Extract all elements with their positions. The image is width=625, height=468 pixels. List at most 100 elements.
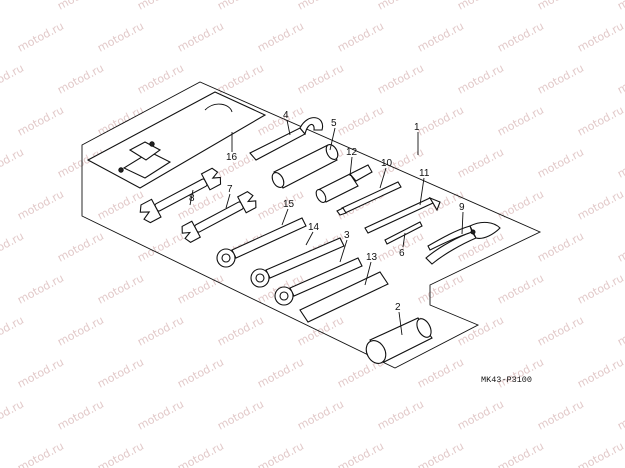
box-wrench-tube-5 bbox=[271, 144, 339, 189]
watermark-text: motod.ru bbox=[295, 0, 346, 13]
watermark-text: motod.ru bbox=[335, 439, 386, 468]
watermark-text: motod.ru bbox=[95, 271, 146, 306]
watermark-text: motod.ru bbox=[455, 145, 506, 180]
watermark-text: motod.ru bbox=[55, 61, 106, 96]
callout-12: 12 bbox=[346, 147, 358, 158]
watermark-text: motod.ru bbox=[575, 355, 625, 390]
watermark-text: motod.ru bbox=[495, 439, 546, 468]
watermark-text: motod.ru bbox=[15, 187, 66, 222]
watermark-text: motod.ru bbox=[455, 0, 506, 13]
watermark-text: motod.ru bbox=[0, 0, 26, 13]
tube-2 bbox=[365, 317, 433, 364]
watermark-text: motod.ru bbox=[415, 271, 466, 306]
watermark-text: motod.ru bbox=[575, 103, 625, 138]
watermark-text: motod.ru bbox=[375, 61, 426, 96]
watermark-text: motod.ru bbox=[0, 313, 26, 348]
watermark-text: motod.ru bbox=[95, 355, 146, 390]
watermark-text: motod.ru bbox=[15, 103, 66, 138]
watermark-text: motod.ru bbox=[135, 229, 186, 264]
callouts: 1 2 3 4 5 6 7 8 9 10 11 12 13 14 15 16 bbox=[189, 110, 465, 313]
watermark-text: motod.ru bbox=[495, 19, 546, 54]
watermark-text: motod.ru bbox=[15, 355, 66, 390]
callout-16: 16 bbox=[226, 152, 238, 163]
callout-14: 14 bbox=[308, 222, 320, 233]
watermark-text: motod.ru bbox=[495, 187, 546, 222]
watermark-text: motod.ru bbox=[95, 439, 146, 468]
watermark-text: motod.ru bbox=[15, 19, 66, 54]
callout-15: 15 bbox=[283, 199, 295, 210]
watermark-text: motod.ru bbox=[575, 271, 625, 306]
watermark-text: motod.ru bbox=[255, 355, 306, 390]
watermark-text: motod.ru bbox=[175, 271, 226, 306]
watermark-text: motod.ru bbox=[615, 61, 625, 96]
watermark-text: motod.ru bbox=[535, 313, 586, 348]
callout-5: 5 bbox=[331, 118, 337, 129]
watermark-text: motod.ru bbox=[575, 187, 625, 222]
tool-pouch bbox=[86, 91, 267, 189]
watermark-text: motod.ru bbox=[95, 187, 146, 222]
diagram-code: MK43-P3100 bbox=[481, 375, 532, 385]
watermark-text: motod.ru bbox=[495, 271, 546, 306]
watermark-text: motod.ru bbox=[375, 0, 426, 13]
screwdriver-handle-11 bbox=[364, 196, 441, 234]
callout-9: 9 bbox=[459, 202, 465, 213]
watermark-text: motod.ru bbox=[15, 439, 66, 468]
callout-2: 2 bbox=[395, 302, 401, 313]
watermark-text: motod.ru bbox=[415, 19, 466, 54]
watermark-text: motod.ru bbox=[175, 355, 226, 390]
pliers-9 bbox=[425, 221, 501, 265]
watermark-text: motod.ru bbox=[615, 0, 625, 13]
strip-13 bbox=[299, 271, 389, 323]
callout-6: 6 bbox=[399, 248, 405, 259]
callout-10: 10 bbox=[381, 158, 393, 169]
watermark-text: motod.ru bbox=[0, 397, 26, 432]
watermark-text: motod.ru bbox=[455, 61, 506, 96]
watermark-text: motod.ru bbox=[615, 313, 625, 348]
watermark-text: motod.ru bbox=[415, 103, 466, 138]
watermark-text: motod.ru bbox=[55, 397, 106, 432]
watermark-text: motod.ru bbox=[535, 397, 586, 432]
watermark-text: motod.ru bbox=[295, 61, 346, 96]
screwdriver-6 bbox=[384, 221, 423, 245]
callout-1: 1 bbox=[414, 122, 420, 133]
watermark-text: motod.ru bbox=[615, 145, 625, 180]
watermark-text: motod.ru bbox=[295, 397, 346, 432]
wrench-8 bbox=[139, 167, 222, 224]
watermark-text: motod.ru bbox=[215, 397, 266, 432]
watermark-text: motod.ru bbox=[215, 61, 266, 96]
watermark-text: motod.ru bbox=[55, 0, 106, 13]
watermark-text: motod.ru bbox=[255, 187, 306, 222]
watermark-text: motod.ru bbox=[415, 439, 466, 468]
watermark-text: motod.ru bbox=[135, 313, 186, 348]
leader-lines bbox=[189, 119, 464, 336]
watermark-text: motod.ru bbox=[215, 313, 266, 348]
kit-outline bbox=[81, 81, 542, 369]
watermark-text: motod.ru bbox=[455, 397, 506, 432]
watermark-text: motod.ru bbox=[415, 355, 466, 390]
watermark-text: motod.ru bbox=[15, 271, 66, 306]
callout-8: 8 bbox=[189, 193, 195, 204]
callout-4: 4 bbox=[283, 110, 289, 121]
watermark-text: motod.ru bbox=[135, 0, 186, 13]
watermark-text: motod.ru bbox=[215, 0, 266, 13]
pin-spanner-4 bbox=[249, 117, 324, 161]
watermark-text: motod.ru bbox=[0, 229, 26, 264]
watermark-text: motod.ru bbox=[95, 19, 146, 54]
callout-11: 11 bbox=[419, 168, 430, 179]
watermark-text: motod.ru bbox=[55, 313, 106, 348]
ring-wrench-15 bbox=[216, 217, 307, 268]
wrench-7 bbox=[181, 191, 257, 243]
watermark-text: motod.ru bbox=[255, 19, 306, 54]
watermark-text: motod.ru bbox=[535, 229, 586, 264]
watermark-text: motod.ru bbox=[615, 397, 625, 432]
ring-wrench-3 bbox=[274, 257, 363, 306]
watermark-text: motod.ru bbox=[335, 19, 386, 54]
extension-12 bbox=[315, 164, 373, 204]
callout-13: 13 bbox=[366, 252, 378, 263]
watermark-text: motod.ru bbox=[175, 439, 226, 468]
watermark-text: motod.ru bbox=[535, 0, 586, 13]
watermark-text: motod.ru bbox=[575, 439, 625, 468]
watermark-text: motod.ru bbox=[375, 397, 426, 432]
watermark-text: motod.ru bbox=[55, 229, 106, 264]
